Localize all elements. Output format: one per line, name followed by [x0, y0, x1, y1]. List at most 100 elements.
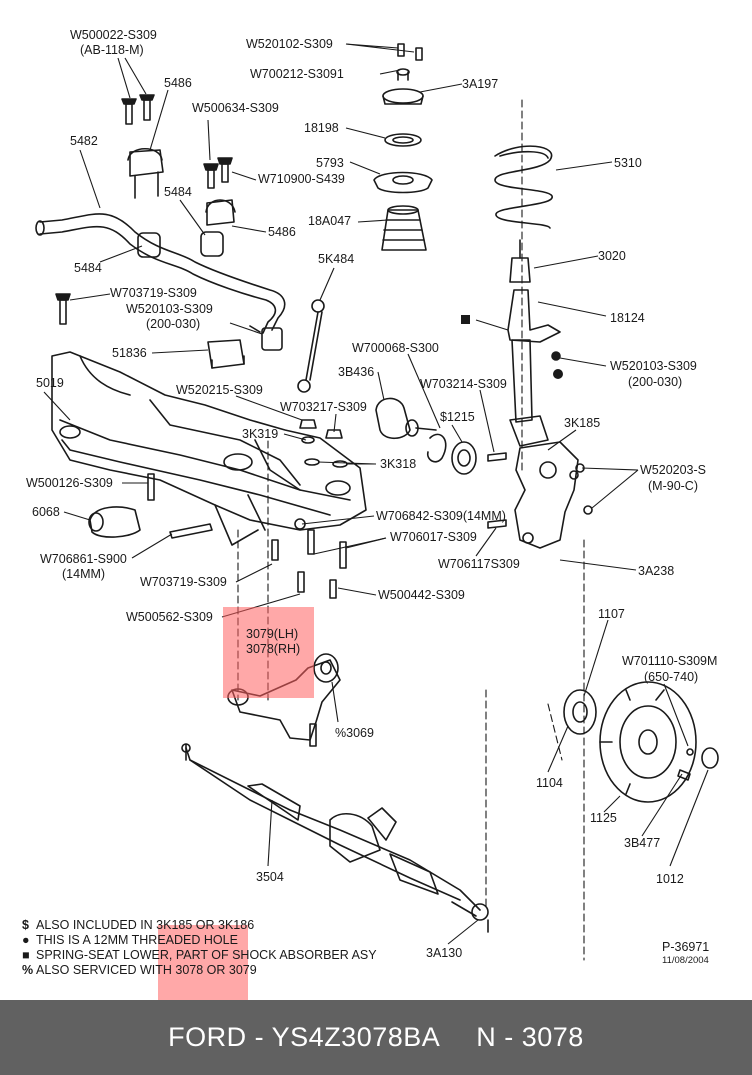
- part-label: 1012: [656, 872, 684, 886]
- engine-mount: [88, 506, 141, 538]
- part-label: W520215-S309: [176, 383, 263, 397]
- part-label: W520203-S: [640, 463, 707, 477]
- catalog-reference: N - 3078: [476, 1022, 584, 1052]
- part-label: 3K319: [242, 427, 279, 441]
- part-label: 1125: [590, 811, 617, 825]
- drawing-date: 11/08/2004: [662, 955, 709, 966]
- part-label: W700068-S300: [352, 341, 439, 355]
- stabilizer-bushing-left: [127, 147, 164, 258]
- part-label: 5486: [268, 225, 296, 239]
- part-label: (650-740): [644, 670, 699, 684]
- mount-bracket: [55, 293, 261, 369]
- part-label: 18124: [610, 311, 645, 325]
- part-label: W703214-S309: [420, 377, 507, 391]
- leader-lines: [43, 43, 709, 945]
- square-marker-icon: [461, 315, 470, 324]
- strut-top-mount: [373, 88, 433, 194]
- note-text: ALSO INCLUDED IN 3K185 OR 3K186: [36, 918, 255, 932]
- part-label: $1215: [440, 410, 475, 424]
- part-label: W703217-S309: [280, 400, 367, 414]
- note-text: ALSO SERVICED WITH 3078 OR 3079: [36, 963, 257, 977]
- part-label: W706842-S309(14MM): [376, 509, 506, 523]
- dot-symbol-icon: ●: [22, 933, 30, 947]
- front-subframe: [51, 351, 367, 546]
- part-label: 5310: [614, 156, 642, 170]
- part-label: W500634-S309: [192, 101, 279, 115]
- part-number-footer: FORD - YS4Z3078BA N - 3078: [0, 1000, 752, 1075]
- square-symbol-icon: ■: [22, 948, 30, 962]
- part-label: 5486: [164, 76, 192, 90]
- part-label: 51836: [112, 346, 147, 360]
- drawing-reference: P-36971: [662, 940, 710, 954]
- part-label: W700212-S3091: [250, 67, 344, 81]
- part-label: W500126-S309: [26, 476, 113, 490]
- stabilizer-bar: [35, 213, 286, 334]
- part-label: 3A197: [462, 77, 499, 91]
- part-label: W710900-S439: [258, 172, 345, 186]
- part-label: 5484: [74, 261, 102, 275]
- steering-knuckle: [514, 441, 579, 549]
- part-label: W500022-S309: [70, 28, 157, 42]
- part-label: W703719-S309: [110, 286, 197, 300]
- part-label: W500442-S309: [378, 588, 465, 602]
- part-label: 3B477: [624, 836, 661, 850]
- part-label: 5K484: [318, 252, 355, 266]
- part-label: 18A047: [308, 214, 352, 228]
- part-label: (M-90-C): [648, 479, 698, 493]
- coil-spring: [494, 145, 553, 229]
- part-label: 1104: [536, 776, 563, 790]
- legend-note: ■ SPRING-SEAT LOWER, PART OF SHOCK ABSORB…: [22, 948, 377, 963]
- part-label: (14MM): [62, 567, 106, 581]
- cv-joint: [375, 397, 437, 440]
- note-text: SPRING-SEAT LOWER, PART OF SHOCK ABSORBE…: [36, 948, 377, 962]
- bolt-group-upper-left: [121, 94, 233, 189]
- part-label: W520103-S309: [126, 302, 213, 316]
- stabilizer-link: [261, 299, 325, 393]
- percent-symbol-icon: %: [22, 963, 34, 977]
- hub-and-rotor: [563, 681, 719, 803]
- part-label: W706117S309: [438, 557, 520, 571]
- part-label: 1107: [598, 607, 625, 621]
- part-label: 5484: [164, 185, 192, 199]
- part-label: %3069: [335, 726, 374, 740]
- legend-note: %ALSO SERVICED WITH 3078 OR 3079: [22, 963, 377, 978]
- part-label: W520102-S309: [246, 37, 333, 51]
- part-label: 3K185: [564, 416, 601, 430]
- part-label: W500562-S309: [126, 610, 213, 624]
- exploded-suspension-diagram: [35, 43, 719, 961]
- legend-notes: $ ALSO INCLUDED IN 3K185 OR 3K186 ●THIS I…: [22, 918, 377, 978]
- part-label: 18198: [304, 121, 339, 135]
- legend-note: ●THIS IS A 12MM THREADED HOLE: [22, 933, 377, 948]
- highlight-box-control-arm: [223, 607, 314, 698]
- part-label: 5019: [36, 376, 64, 390]
- part-label: (200-030): [628, 375, 683, 389]
- part-label: 3020: [598, 249, 626, 263]
- part-label: (AB-118-M): [80, 43, 144, 57]
- part-label: W706861-S900: [40, 552, 127, 566]
- strut-boot: [381, 205, 427, 251]
- part-label: 3A238: [638, 564, 675, 578]
- strut-top-hardware: [396, 43, 423, 81]
- part-label: W706017-S309: [390, 530, 477, 544]
- steering-rack: [181, 743, 489, 933]
- stabilizer-bushing-right: [200, 199, 236, 257]
- part-label: 6068: [32, 505, 60, 519]
- part-label: 3504: [256, 870, 284, 884]
- brand-part-number: FORD - YS4Z3078BA: [168, 1022, 441, 1052]
- part-label: W520103-S309: [610, 359, 697, 373]
- part-label: 5793: [316, 156, 344, 170]
- highlight-box-notes: [158, 925, 248, 1000]
- dot-marker-icon: [553, 369, 563, 379]
- alignment-lines: [237, 99, 585, 961]
- part-label: (200-030): [146, 317, 201, 331]
- part-label: 3K318: [380, 457, 417, 471]
- dollar-symbol-icon: $: [22, 918, 29, 932]
- part-label: 3A130: [426, 946, 463, 960]
- part-label: 3B436: [338, 365, 375, 379]
- knuckle-bolts: [487, 351, 593, 529]
- part-label: 3078(RH): [246, 642, 301, 656]
- legend-note: $ ALSO INCLUDED IN 3K185 OR 3K186: [22, 918, 377, 933]
- part-label: 3079(LH): [246, 627, 299, 641]
- part-label: 5482: [70, 134, 98, 148]
- subframe-bushings: [299, 419, 348, 468]
